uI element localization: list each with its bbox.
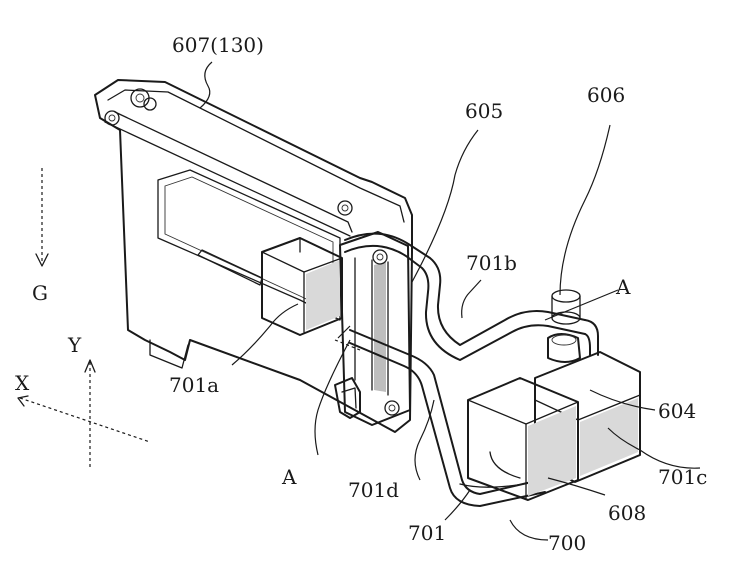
- bracket-column: [334, 231, 411, 426]
- label-701a: 701a: [169, 373, 219, 397]
- label-a-bottom: A: [281, 465, 297, 489]
- axis-indicators: [17, 168, 151, 468]
- label-605: 605: [465, 99, 503, 123]
- housing-plate: [94, 79, 413, 433]
- label-608: 608: [608, 501, 646, 525]
- label-701: 701: [408, 521, 446, 545]
- label-701b: 701b: [466, 251, 517, 275]
- reference-labels: 607(130) 605 606 A 701b 701a A 701d 604 …: [15, 33, 707, 555]
- label-a-top: A: [615, 275, 631, 299]
- label-axis-x: X: [15, 371, 30, 395]
- tank-assembly: [467, 351, 641, 501]
- label-700: 700: [548, 531, 586, 555]
- label-axis-g: G: [32, 281, 48, 305]
- label-housing: 607(130): [172, 33, 264, 57]
- pipe-701: [344, 232, 599, 507]
- label-701d: 701d: [348, 478, 399, 502]
- label-604: 604: [658, 399, 696, 423]
- valve-606: [547, 289, 581, 363]
- label-axis-y: Y: [67, 333, 82, 357]
- label-701c: 701c: [658, 465, 707, 489]
- label-606: 606: [587, 83, 625, 107]
- leader-lines: [199, 61, 701, 541]
